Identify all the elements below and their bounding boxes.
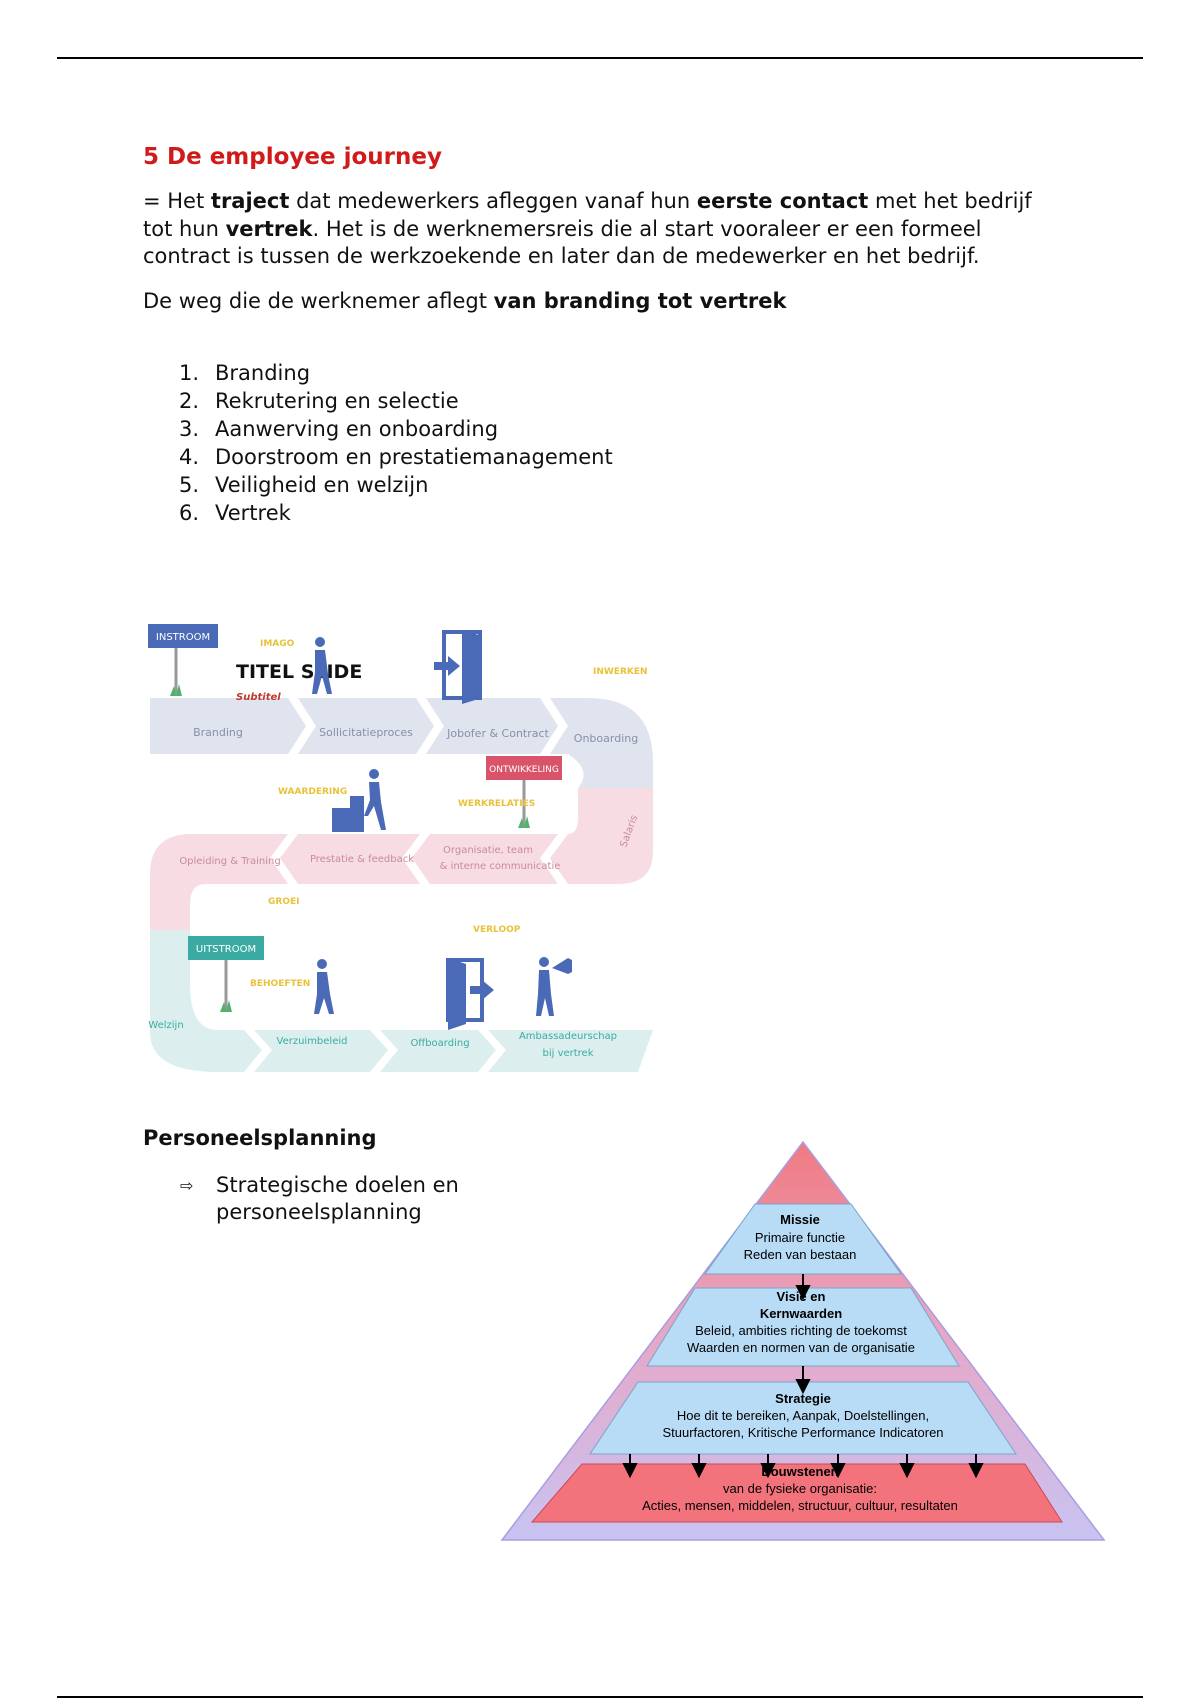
- step-label: Sollicitatieproces: [319, 726, 413, 739]
- list-item: 5.Veiligheid en welzijn: [143, 471, 1063, 499]
- step-label: Onboarding: [574, 732, 638, 745]
- step-label: Ambassadeurschap: [519, 1031, 617, 1042]
- step-label: & interne communicatie: [440, 861, 561, 872]
- list-item: 6.Vertrek: [143, 499, 1063, 527]
- strategie-line: Hoe dit te bereiken, Aanpak, Doelstellin…: [677, 1408, 929, 1423]
- list-item: 2.Rekrutering en selectie: [143, 387, 1063, 415]
- step-label: Welzijn: [148, 1020, 183, 1031]
- intro-paragraph: = Het traject dat medewerkers afleggen v…: [143, 188, 1063, 271]
- step-label: bij vertrek: [542, 1048, 593, 1059]
- theme-label: WAARDERING: [278, 787, 347, 797]
- strategie-title: Strategie: [775, 1391, 831, 1406]
- theme-label: INWERKEN: [593, 667, 648, 677]
- theme-label: IMAGO: [260, 639, 295, 649]
- step-label: Offboarding: [410, 1038, 469, 1049]
- theme-label: GROEI: [268, 897, 299, 907]
- header-rule: [57, 57, 1143, 59]
- journey-steps-list: 1.Branding 2.Rekrutering en selectie 3.A…: [143, 359, 1063, 527]
- sign-label: UITSTROOM: [196, 944, 256, 955]
- visie-line: Beleid, ambities richting de toekomst: [695, 1323, 907, 1338]
- personeelsplanning-heading: Personeelsplanning: [143, 1126, 377, 1150]
- list-item: 3.Aanwerving en onboarding: [143, 415, 1063, 443]
- sign-label: ONTWIKKELING: [489, 765, 559, 775]
- list-item: 4.Doorstroom en prestatiemanagement: [143, 443, 1063, 471]
- step-label: Branding: [193, 726, 243, 739]
- strategie-line: Stuurfactoren, Kritische Performance Ind…: [662, 1425, 943, 1440]
- bouwstenen-line: van de fysieke organisatie:: [723, 1481, 877, 1496]
- visie-line: Waarden en normen van de organisatie: [687, 1340, 915, 1355]
- arrow-right-icon: ⇨: [180, 1172, 193, 1199]
- route-paragraph: De weg die de werknemer aflegt van brand…: [143, 288, 1063, 316]
- sign-label: INSTROOM: [156, 632, 210, 643]
- missie-line: Reden van bestaan: [744, 1247, 857, 1262]
- theme-label: BEHOEFTEN: [250, 979, 310, 989]
- strategy-pyramid-diagram: Missie Primaire functie Reden van bestaa…: [498, 1138, 1108, 1543]
- missie-line: Primaire functie: [755, 1230, 845, 1245]
- section-heading: 5 De employee journey: [143, 140, 1063, 174]
- step-label: Prestatie & feedback: [310, 854, 414, 865]
- theme-label: WERKRELATIES: [458, 799, 535, 809]
- document-body: 5 De employee journey = Het traject dat …: [143, 140, 1063, 527]
- slide-title: TITEL SLIDE: [236, 661, 362, 683]
- slide-subtitle: Subtitel: [236, 692, 281, 703]
- step-label: Jobofer & Contract: [446, 727, 549, 740]
- step-label: Organisatie, team: [443, 845, 533, 856]
- bouwstenen-line: Acties, mensen, middelen, structuur, cul…: [642, 1498, 958, 1513]
- list-item: 1.Branding: [143, 359, 1063, 387]
- visie-title: Visie en: [777, 1289, 826, 1304]
- theme-label: VERLOOP: [473, 925, 521, 935]
- missie-title: Missie: [780, 1212, 820, 1227]
- employee-journey-diagram: INSTROOM ONTWIKKELING UITSTROOM TITEL SL…: [148, 612, 653, 1074]
- footer-rule: [57, 1696, 1143, 1698]
- bouwstenen-title: Bouwstenen: [761, 1464, 838, 1479]
- step-label: Verzuimbeleid: [277, 1036, 348, 1047]
- step-label: Opleiding & Training: [179, 856, 280, 867]
- visie-title: Kernwaarden: [760, 1306, 842, 1321]
- personeelsplanning-bullet: ⇨ Strategische doelen en personeelsplann…: [180, 1172, 510, 1226]
